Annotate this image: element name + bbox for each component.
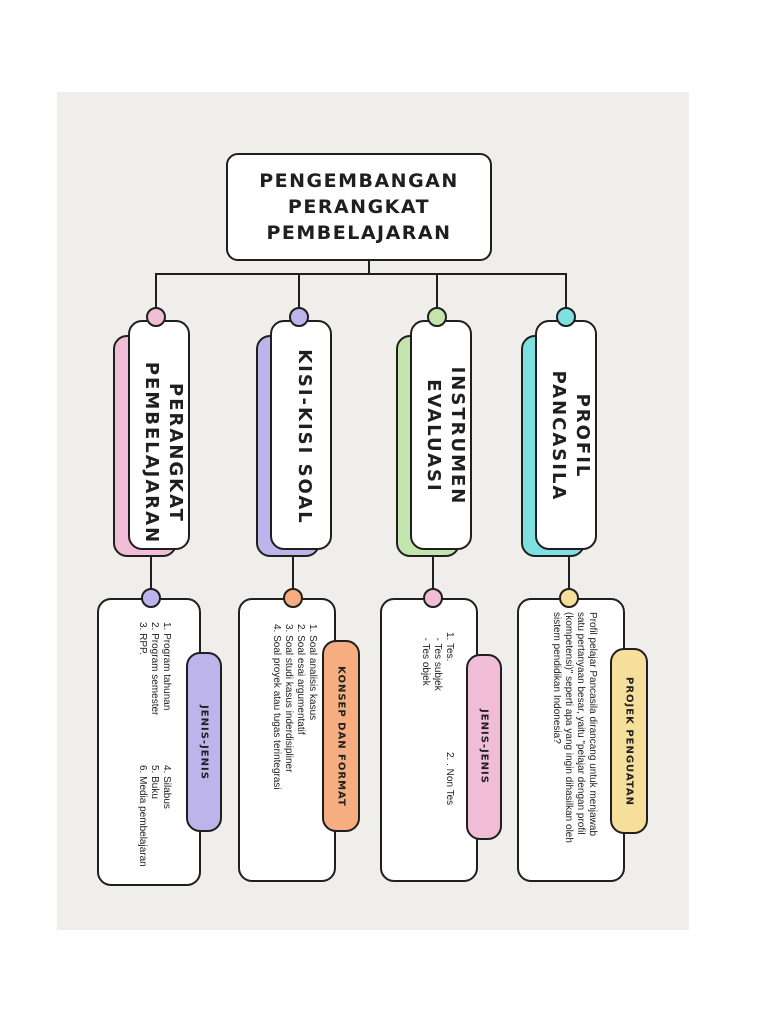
detail-2-item-1: 1. Soal analisis kasus <box>307 624 318 721</box>
branch-1-label-line-1: PERANGKAT <box>165 383 186 523</box>
branch-3-label-line-1: INSTRUMEN <box>447 366 468 506</box>
detail-3-right: 2. . Non Tes <box>443 752 455 805</box>
detail-4-paragraph: Profil pelajar Pancasila dirancang untuk… <box>550 612 598 843</box>
connector-4 <box>565 273 567 309</box>
branch-1-card <box>128 320 190 550</box>
title-line-1: PENGEMBANGAN <box>259 170 459 192</box>
detail-dot-3 <box>423 588 443 608</box>
branch-3-label-line-2: EVALUASI <box>423 379 444 493</box>
detail-3-item-3: - Tes objek <box>420 632 431 686</box>
branch-1-dot <box>146 307 166 327</box>
main-title-box: PENGEMBANGAN PERANGKAT PEMBELAJARAN <box>226 153 492 261</box>
detail-dot-1 <box>141 588 161 608</box>
tag-3-label: JENIS-JENIS <box>478 709 490 784</box>
branch-4-label-line-2: PANCASILA <box>548 370 569 502</box>
detail-3-item-4: 2. . Non Tes <box>444 752 455 806</box>
detail-3-item-2: - Tes subjek <box>432 632 443 691</box>
branch-3-card <box>410 320 472 550</box>
detail-dot-2 <box>283 588 303 608</box>
detail-4-line-1: Profil pelajar Pancasila dirancang untuk… <box>587 612 598 837</box>
connector-lower-4 <box>568 550 570 590</box>
detail-4-line-4: sistem pendidikan Indonesia? <box>551 612 562 744</box>
connector-3 <box>436 273 438 309</box>
detail-card-1 <box>97 598 201 886</box>
detail-1-col2: 4. Silabus 5. Buku 6. Media pembelajaran <box>136 765 172 867</box>
branch-1-label-line-2: PEMBELAJARAN <box>141 361 162 545</box>
detail-1-item-5: 5. Buku <box>149 765 160 799</box>
detail-1-item-1: 1. Program tahunan <box>161 622 172 711</box>
horizontal-connector <box>155 273 567 275</box>
connector-1 <box>155 273 157 309</box>
tag-2-box <box>322 640 360 832</box>
detail-2-item-2: 2. Soal esai argumentatif <box>295 624 306 735</box>
branch-3-dot <box>427 307 447 327</box>
tag-2-label: KONSEP DAN FORMAT <box>335 666 347 807</box>
branch-2-dot <box>289 307 309 327</box>
branch-4-card <box>535 320 597 550</box>
detail-2-item-4: 4. Soal proyek atau tugas terintegrasi <box>271 624 282 790</box>
branch-4-dot <box>556 307 576 327</box>
tag-1-box <box>186 652 222 832</box>
detail-3-item-1: 1. Tes. <box>444 632 455 662</box>
tag-3-box <box>466 654 502 840</box>
connector-lower-3 <box>432 550 434 590</box>
detail-2-item-3: 3. Soal studi kasus inderdisipliner <box>283 624 294 773</box>
connector-lower-2 <box>292 550 294 590</box>
branch-2-card <box>270 320 332 550</box>
tag-4-box <box>610 648 648 834</box>
detail-1-item-6: 6. Media pembelajaran <box>137 765 148 867</box>
connector-2 <box>298 273 300 309</box>
detail-3-list: 1. Tes. - Tes subjek - Tes objek <box>419 632 455 691</box>
detail-1-col1: 1. Program tahunan 2. Program semester 3… <box>136 622 172 715</box>
tag-4-label: PROJEK PENGUATAN <box>623 677 635 806</box>
branch-2-label: KISI-KISI SOAL <box>286 322 316 552</box>
connector-lower-1 <box>150 550 152 590</box>
branch-1-label: PERANGKAT PEMBELAJARAN <box>131 338 187 568</box>
branch-4-label: PROFIL PANCASILA <box>538 321 594 551</box>
detail-1-item-2: 2. Program semester <box>149 622 160 716</box>
trunk-line <box>368 260 370 274</box>
detail-1-item-4: 4. Silabus <box>161 765 172 809</box>
detail-card-2 <box>238 598 336 882</box>
branch-4-label-line-1: PROFIL <box>572 393 593 479</box>
detail-1-item-3: 3. RPP. <box>137 622 148 656</box>
detail-dot-4 <box>559 588 579 608</box>
tag-1-label: JENIS-JENIS <box>198 705 210 780</box>
branch-3-label: INSTRUMEN EVALUASI <box>413 321 469 551</box>
title-line-2: PERANGKAT <box>287 196 431 218</box>
detail-4-line-2: satu pertanyaan besar, yaitu "pelajar de… <box>575 612 586 835</box>
detail-2-list: 1. Soal analisis kasus 2. Soal esai argu… <box>270 624 318 790</box>
branch-2-label-line-1: KISI-KISI SOAL <box>294 349 315 525</box>
title-line-3: PEMBELAJARAN <box>266 222 452 244</box>
detail-4-line-3: (kompetensi)" seperti apa yang ingin dih… <box>563 612 574 843</box>
